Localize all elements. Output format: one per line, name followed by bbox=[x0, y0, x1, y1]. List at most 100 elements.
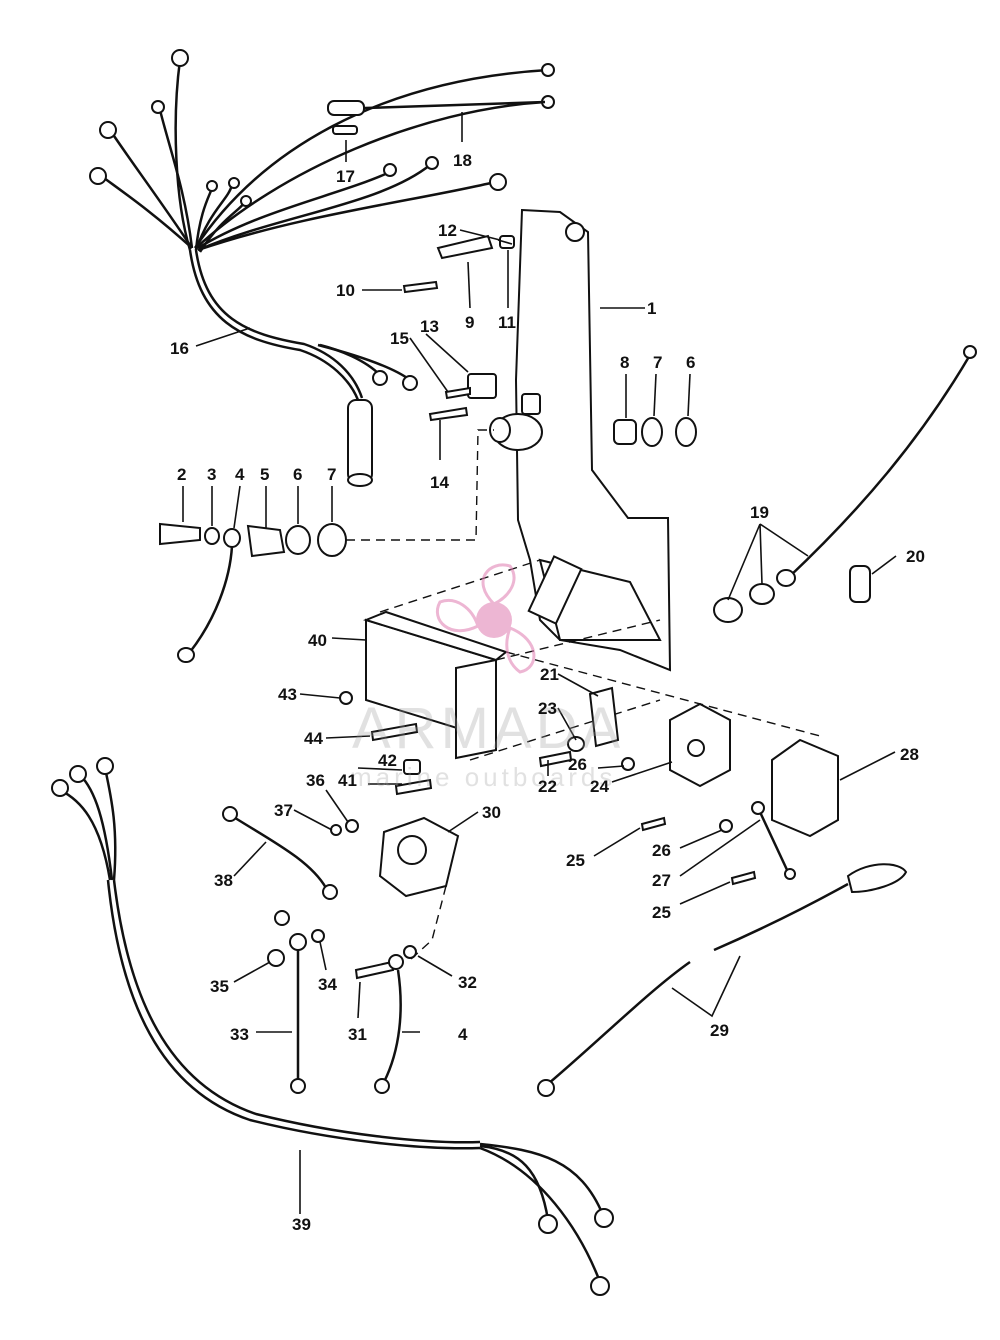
callout-22: 22 bbox=[538, 777, 557, 796]
callout-10: 10 bbox=[336, 281, 355, 300]
callout-4-bottom: 4 bbox=[458, 1025, 468, 1044]
callout-23: 23 bbox=[538, 699, 557, 718]
washer-34 bbox=[311, 929, 325, 943]
callout-2: 2 bbox=[177, 465, 186, 484]
washer-37 bbox=[330, 824, 342, 836]
callout-12: 12 bbox=[438, 221, 457, 240]
callout-34: 34 bbox=[318, 975, 337, 994]
rectifier-24 bbox=[669, 702, 731, 788]
washer-6-right bbox=[675, 417, 697, 447]
callout-11: 11 bbox=[498, 313, 516, 332]
propeller-blade-2 bbox=[505, 626, 536, 674]
callout-26-bottom: 26 bbox=[652, 841, 671, 860]
callout-44: 44 bbox=[304, 729, 323, 748]
lead-4-bottom bbox=[374, 954, 404, 1094]
screw-25-bottom bbox=[730, 870, 757, 886]
callout-16: 16 bbox=[170, 339, 189, 358]
bolt-2 bbox=[159, 522, 201, 546]
watermark: ARMADA marine outboards bbox=[350, 563, 624, 792]
starter-solenoid-30 bbox=[378, 816, 460, 898]
callout-41: 41 bbox=[338, 771, 357, 790]
washer-7-right bbox=[641, 417, 663, 447]
callout-6-left: 6 bbox=[293, 465, 302, 484]
callout-42: 42 bbox=[378, 751, 397, 770]
callout-28: 28 bbox=[900, 745, 919, 764]
callout-43: 43 bbox=[278, 685, 297, 704]
battery-cable-29 bbox=[537, 863, 908, 1097]
callout-20: 20 bbox=[906, 547, 925, 566]
clamp-9 bbox=[436, 234, 494, 260]
cable-33 bbox=[289, 933, 307, 1094]
nut-36 bbox=[345, 819, 359, 833]
lead-18 bbox=[327, 100, 546, 116]
washer-7-left bbox=[317, 523, 347, 557]
fuse-17 bbox=[332, 125, 358, 135]
callout-36: 36 bbox=[306, 771, 325, 790]
nut-26-bottom bbox=[719, 819, 733, 833]
pin-12 bbox=[497, 239, 513, 245]
callout-33: 33 bbox=[230, 1025, 249, 1044]
callout-6-right: 6 bbox=[686, 353, 695, 372]
nut-35 bbox=[267, 949, 285, 967]
leader-lines bbox=[182, 112, 897, 1214]
callout-19: 19 bbox=[750, 503, 769, 522]
propeller-logo-icon bbox=[476, 602, 512, 638]
callout-25-bottom: 25 bbox=[652, 903, 671, 922]
clamp-5 bbox=[246, 524, 286, 558]
washer-3 bbox=[204, 527, 220, 545]
screw-25-top bbox=[640, 816, 667, 832]
terminal-block-13 bbox=[467, 373, 497, 399]
callout-27: 27 bbox=[652, 871, 671, 890]
callout-7-left: 7 bbox=[327, 465, 336, 484]
washer-23 bbox=[567, 736, 585, 752]
callout-24: 24 bbox=[590, 777, 609, 796]
callout-labels: 1 2 3 4 5 6 7 6 7 8 9 10 11 12 13 14 15 … bbox=[170, 151, 925, 1234]
watermark-tagline: marine outboards bbox=[350, 762, 616, 792]
nut-43 bbox=[339, 691, 353, 705]
callout-9: 9 bbox=[465, 313, 474, 332]
lead-38 bbox=[222, 806, 338, 900]
callout-35: 35 bbox=[210, 977, 229, 996]
callout-8: 8 bbox=[620, 353, 629, 372]
screw-10 bbox=[402, 280, 439, 294]
mounting-bracket-1 bbox=[514, 208, 672, 672]
screw-44 bbox=[370, 722, 419, 742]
callout-1: 1 bbox=[647, 299, 656, 318]
callout-39: 39 bbox=[292, 1215, 311, 1234]
callout-25-top: 25 bbox=[566, 851, 585, 870]
screw-15 bbox=[444, 386, 471, 400]
bracket-21 bbox=[588, 686, 620, 748]
callout-26-top: 26 bbox=[568, 755, 587, 774]
callout-5: 5 bbox=[260, 465, 269, 484]
screw-31 bbox=[354, 960, 395, 980]
wiring-harness-16 bbox=[89, 49, 555, 487]
screw-14 bbox=[428, 406, 469, 422]
clip-20 bbox=[849, 565, 871, 603]
callout-38: 38 bbox=[214, 871, 233, 890]
terminal-4-top bbox=[223, 528, 241, 548]
callout-18: 18 bbox=[453, 151, 472, 170]
battery-lead-19 bbox=[713, 345, 977, 623]
callout-29: 29 bbox=[710, 1021, 729, 1040]
propeller-blade-1 bbox=[481, 563, 516, 606]
callout-7-right: 7 bbox=[653, 353, 662, 372]
spacer-8 bbox=[613, 419, 637, 445]
callout-3: 3 bbox=[207, 465, 216, 484]
callout-15: 15 bbox=[390, 329, 409, 348]
regulator-28 bbox=[771, 738, 839, 838]
screw-41 bbox=[394, 778, 433, 796]
callout-17: 17 bbox=[336, 167, 355, 186]
callout-30: 30 bbox=[482, 803, 501, 822]
callout-14: 14 bbox=[430, 473, 449, 492]
callout-32: 32 bbox=[458, 973, 477, 992]
propeller-blade-3 bbox=[436, 599, 480, 633]
callout-13: 13 bbox=[420, 317, 439, 336]
harness-39 bbox=[51, 757, 614, 1296]
callout-4-top: 4 bbox=[235, 465, 245, 484]
watermark-brand: ARMADA bbox=[352, 696, 624, 761]
washer-6-left bbox=[285, 525, 311, 555]
lead-27 bbox=[751, 801, 796, 880]
callout-37: 37 bbox=[274, 801, 293, 820]
callout-40: 40 bbox=[308, 631, 327, 650]
